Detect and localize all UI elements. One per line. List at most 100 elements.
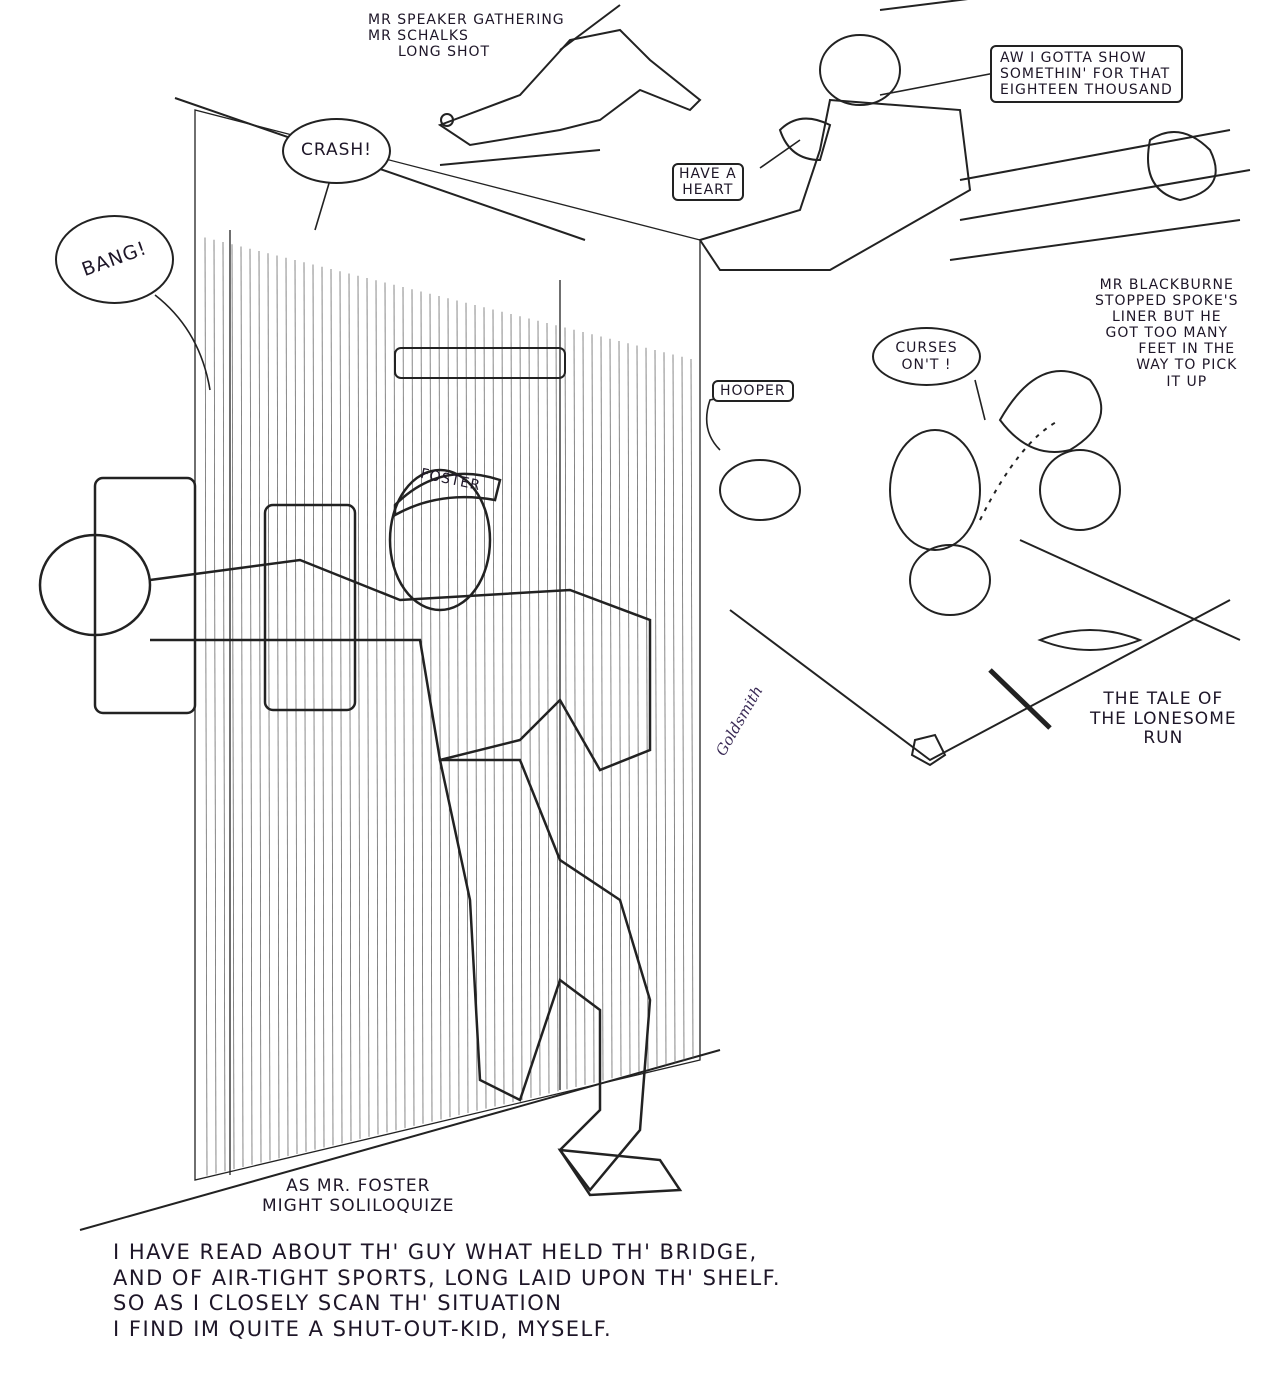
speech-text: CRASH! — [300, 140, 372, 161]
door-hatch-line — [402, 286, 406, 1129]
door-bolt — [394, 347, 566, 379]
caption-blackburne: MR BLACKBURNE STOPPED SPOKE'S LINER BUT … — [1095, 277, 1239, 390]
door-hatch-line — [528, 318, 532, 1098]
door-hatch-line — [537, 320, 541, 1096]
door-hatch-line — [447, 298, 451, 1118]
door-hatch-line — [582, 331, 586, 1085]
hasp-right — [263, 503, 357, 712]
door-hatch-line — [573, 329, 577, 1088]
door-hatch-line — [348, 273, 352, 1142]
door-hatch-line — [636, 345, 640, 1072]
fist — [38, 533, 152, 637]
door-hatch-line — [456, 300, 460, 1116]
caption-line: WAY TO PICK — [1136, 357, 1238, 374]
speech-line: HEART — [682, 182, 734, 199]
poem-line: I FIND IM QUITE A SHUT-OUT-KID, MYSELF. — [113, 1316, 613, 1341]
speech-line: ON'T ! — [901, 356, 952, 373]
speech-line: AW I GOTTA SHOW — [1000, 50, 1147, 66]
caption-line: MR SPEAKER GATHERING — [368, 12, 565, 28]
door-hatch-line — [519, 316, 523, 1101]
door-hatch-line — [438, 295, 442, 1120]
door-hatch-line — [222, 241, 226, 1172]
door-hatch-line — [204, 237, 208, 1176]
door-hatch-line — [510, 313, 514, 1103]
door-hatch-line — [312, 264, 316, 1150]
door-hatch-line — [330, 268, 334, 1146]
door-hatch-line — [240, 246, 244, 1167]
door-hatch-line — [213, 239, 217, 1174]
infield-scene — [719, 370, 1241, 767]
door-hatch-line — [465, 302, 469, 1113]
door-drawing — [194, 109, 701, 1181]
caption-line: MR BLACKBURNE — [1099, 277, 1234, 293]
hasp-left — [93, 476, 197, 715]
caption-line: IT UP — [1166, 373, 1208, 390]
door-hatch-line — [627, 343, 631, 1075]
door-hatch-line — [672, 354, 676, 1064]
door-hatch-line — [546, 322, 550, 1094]
door-hatch-line — [231, 244, 235, 1170]
caption-line: MIGHT SOLILOQUIZE — [262, 1195, 455, 1216]
door-hatch-line — [411, 289, 415, 1126]
poem: I HAVE READ ABOUT TH' GUY WHAT HELD TH' … — [113, 1240, 781, 1342]
caption-line: THE LONESOME — [1090, 708, 1237, 729]
door-hatch-line — [393, 284, 397, 1131]
speech-crash: CRASH! — [282, 118, 391, 184]
door-hatch-line — [294, 259, 298, 1155]
door-hatch-line — [303, 262, 307, 1152]
poem-line: AND OF AIR-TIGHT SPORTS, LONG LAID UPON … — [113, 1265, 782, 1290]
door-hatch-line — [357, 275, 361, 1139]
door-hatch-line — [654, 349, 658, 1068]
door-hatch-line — [321, 266, 325, 1148]
foster-figure — [149, 468, 683, 1197]
caption-line: LINER BUT HE — [1111, 309, 1222, 326]
door-hatch-line — [249, 248, 253, 1165]
door-hatch-line — [663, 352, 667, 1066]
door-hatch-line — [555, 325, 559, 1092]
caption-line: FEET IN THE — [1138, 341, 1236, 358]
door-hatch-line — [600, 336, 604, 1081]
speech-curses: CURSES ON'T ! — [872, 327, 981, 386]
speech-aw: AW I GOTTA SHOW SOMETHIN' FOR THAT EIGHT… — [990, 45, 1183, 104]
door-hatch-line — [339, 271, 343, 1144]
door-hatch-line — [609, 338, 613, 1079]
caption-line: LONG SHOT — [398, 44, 491, 61]
speech-have-a-heart: HAVE A HEART — [672, 163, 744, 202]
speech-line: HAVE A — [679, 166, 737, 182]
caption-line: GOT TOO MANY — [1105, 325, 1229, 342]
door-hatch-line — [681, 356, 685, 1062]
door-hatch-line — [384, 282, 388, 1133]
poem-line: I HAVE READ ABOUT TH' GUY WHAT HELD TH' … — [113, 1240, 758, 1264]
fielder-figure — [698, 0, 1251, 271]
caption-line: STOPPED SPOKE'S — [1095, 293, 1239, 310]
door-hatch-line — [276, 255, 280, 1159]
door-hatch-line — [366, 277, 370, 1137]
door-hatch-line — [474, 304, 478, 1111]
caption-line: RUN — [1143, 728, 1184, 749]
caption-line: MR SCHALKS — [368, 28, 469, 45]
caption-foster-title: AS MR. FOSTER MIGHT SOLILOQUIZE — [262, 1176, 455, 1216]
door-hatch-line — [420, 291, 424, 1124]
door-hatch-line — [285, 257, 289, 1157]
door-hatch-line — [375, 280, 379, 1135]
door-hatch-line — [690, 358, 694, 1059]
door-hatch-line — [618, 340, 622, 1077]
speech-line: EIGHTEEN THOUSAND — [1000, 82, 1173, 99]
caption-line: THE TALE OF — [1103, 689, 1224, 709]
speech-bang: BANG! — [55, 215, 174, 304]
speech-line: CURSES — [895, 340, 958, 357]
speech-text: HOOPER — [720, 383, 786, 399]
door-hatch-line — [645, 347, 649, 1070]
door-hatch-line — [492, 309, 496, 1107]
speaker-figure — [437, 4, 702, 166]
speech-line: SOMETHIN' FOR THAT — [1000, 66, 1171, 83]
door-hatch-line — [483, 307, 487, 1109]
speech-hooper: HOOPER — [712, 380, 794, 403]
caption-speaker: MR SPEAKER GATHERING MR SCHALKS LONG SHO… — [368, 12, 565, 60]
poem-line: SO AS I CLOSELY SCAN TH' SITUATION — [113, 1291, 563, 1316]
door-hatch-line — [501, 311, 505, 1105]
caption-lonesome-run: THE TALE OF THE LONESOME RUN — [1090, 689, 1237, 749]
speech-text: BANG! — [78, 236, 150, 281]
caption-line: AS MR. FOSTER — [286, 1176, 431, 1196]
